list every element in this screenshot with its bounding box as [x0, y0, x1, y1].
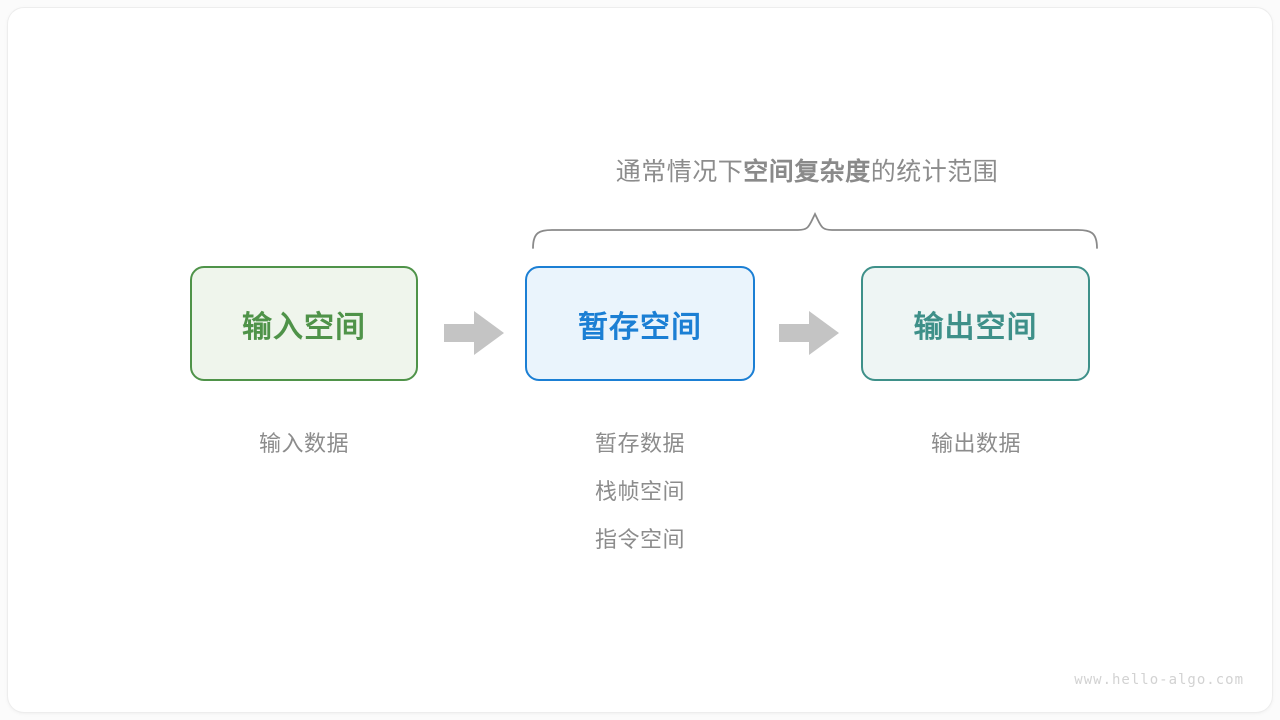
box-temp-space-label: 暂存空间 — [578, 310, 702, 344]
box-input-space: 输入空间 — [190, 266, 418, 381]
label-instruction-space: 指令空间 — [594, 527, 686, 552]
caption-prefix: 通常情况下 — [615, 158, 744, 186]
box-input-space-label: 输入空间 — [242, 310, 366, 344]
label-temp-data: 暂存数据 — [594, 431, 686, 456]
label-input-data: 输入数据 — [258, 431, 350, 456]
arrow-right-icon — [444, 311, 504, 355]
caption-suffix: 的统计范围 — [870, 158, 999, 186]
label-output-data: 输出数据 — [930, 431, 1022, 456]
arrow-right-icon — [779, 311, 839, 355]
figure-card: 通常情况下空间复杂度的统计范围 输入空间 暂存空间 输出空间 输入数据 暂存数据… — [8, 8, 1272, 712]
watermark: www.hello-algo.com — [1074, 672, 1244, 688]
box-temp-space: 暂存空间 — [525, 266, 755, 381]
curly-brace — [532, 211, 1098, 249]
box-output-space: 输出空间 — [861, 266, 1090, 381]
box-output-space-label: 输出空间 — [913, 310, 1038, 344]
label-stack-frame-space: 栈帧空间 — [594, 479, 686, 504]
caption-emphasis: 空间复杂度 — [743, 158, 871, 186]
